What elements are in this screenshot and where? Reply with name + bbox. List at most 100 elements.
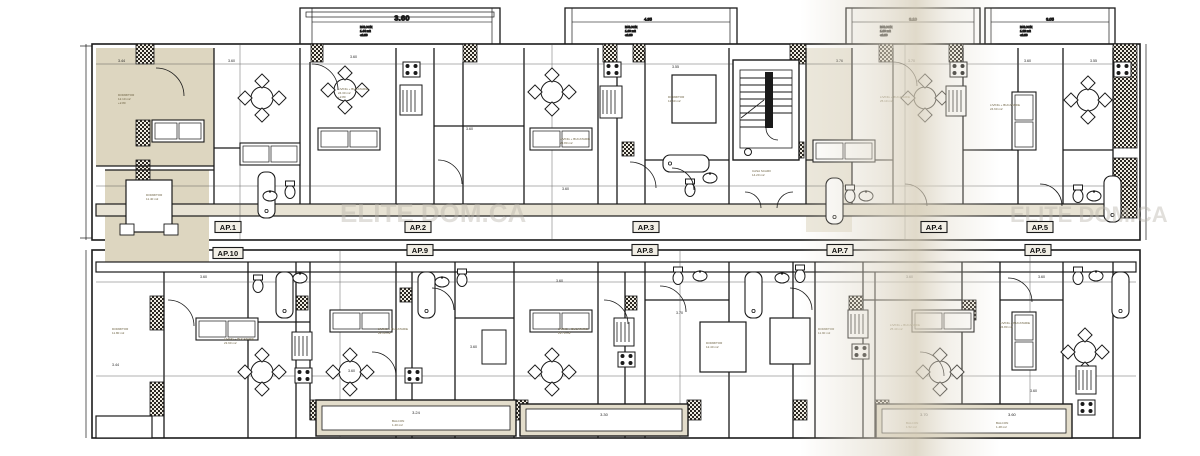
label-text: AP.7 xyxy=(832,246,849,255)
apartment-label-ap3[interactable]: AP.3 xyxy=(632,220,660,234)
label-box xyxy=(212,246,244,260)
apartment-label-ap2[interactable]: AP.2 xyxy=(404,220,432,234)
svg-text:3.60: 3.60 xyxy=(200,275,207,279)
svg-text:24.80 m2: 24.80 m2 xyxy=(1000,325,1013,329)
svg-text:BALCON: BALCON xyxy=(625,25,637,29)
svg-text:1.48 m2: 1.48 m2 xyxy=(996,425,1007,429)
svg-text:3.24: 3.24 xyxy=(412,410,421,415)
svg-text:LIVING + BUCATARIE: LIVING + BUCATARIE xyxy=(378,327,408,331)
watermark: ELITE DOM.CA xyxy=(340,198,527,228)
svg-text:1.60 m2: 1.60 m2 xyxy=(625,29,636,33)
svg-text:3.70: 3.70 xyxy=(676,311,683,315)
svg-text:LIVING + BUCATARIE: LIVING + BUCATARIE xyxy=(560,137,590,141)
apartment-label-ap1[interactable]: AP.1 xyxy=(214,220,242,234)
svg-text:DORMITOR: DORMITOR xyxy=(706,341,723,345)
svg-text:3.60: 3.60 xyxy=(394,14,409,23)
svg-text:BALCON: BALCON xyxy=(1020,25,1032,29)
svg-text:3.60: 3.60 xyxy=(466,127,473,131)
label-text: AP.5 xyxy=(1032,223,1049,232)
svg-text:4.35: 4.35 xyxy=(644,17,653,22)
label-box xyxy=(406,243,434,257)
svg-text:DORMITOR: DORMITOR xyxy=(146,193,163,197)
svg-text:DORMITOR: DORMITOR xyxy=(118,93,135,97)
svg-text:3.05: 3.05 xyxy=(1046,17,1055,22)
svg-text:BALCON: BALCON xyxy=(392,419,404,423)
svg-text:14.20 m2: 14.20 m2 xyxy=(752,173,765,177)
svg-text:23.90 m2: 23.90 m2 xyxy=(224,341,237,345)
apartment-label-ap7[interactable]: AP.7 xyxy=(826,243,854,257)
svg-text:CASA SCARII: CASA SCARII xyxy=(752,169,771,173)
svg-text:23.70 m2: 23.70 m2 xyxy=(558,331,571,335)
svg-text:3.30: 3.30 xyxy=(600,412,609,417)
svg-text:+2.80: +2.80 xyxy=(360,33,368,37)
svg-text:BALCON: BALCON xyxy=(996,421,1008,425)
svg-text:3.44: 3.44 xyxy=(112,363,119,367)
label-text: AP.8 xyxy=(637,246,654,255)
outer-dimension-lines xyxy=(80,44,1147,438)
apartment-label-ap8[interactable]: AP.8 xyxy=(631,243,659,257)
label-text: AP.4 xyxy=(926,223,943,232)
svg-text:1.40 m2: 1.40 m2 xyxy=(392,423,403,427)
svg-text:12.60 m2: 12.60 m2 xyxy=(668,99,681,103)
svg-text:11.40 m2: 11.40 m2 xyxy=(146,197,159,201)
svg-text:DORMITOR: DORMITOR xyxy=(112,327,129,331)
label-text: AP.10 xyxy=(218,249,239,258)
svg-text:LIVING + BUCATARIE: LIVING + BUCATARIE xyxy=(338,87,368,91)
label-text: AP.6 xyxy=(1030,246,1047,255)
svg-text:12.40 m2: 12.40 m2 xyxy=(706,345,719,349)
label-text: AP.1 xyxy=(220,223,237,232)
svg-text:11.80 m2: 11.80 m2 xyxy=(112,331,125,335)
label-text: AP.3 xyxy=(638,223,655,232)
svg-text:1.28 m2: 1.28 m2 xyxy=(1020,29,1031,33)
svg-text:3.60: 3.60 xyxy=(348,369,355,373)
svg-text:LIVING + BUCATARIE: LIVING + BUCATARIE xyxy=(224,337,254,341)
apartment-label-ap5[interactable]: AP.5 xyxy=(1026,220,1054,234)
svg-text:3.60: 3.60 xyxy=(1038,275,1045,279)
svg-text:DORMITOR: DORMITOR xyxy=(668,95,685,99)
svg-text:+2.80: +2.80 xyxy=(118,101,126,105)
label-box xyxy=(214,220,242,234)
apartment-label-ap4[interactable]: AP.4 xyxy=(920,220,948,234)
svg-text:3.60: 3.60 xyxy=(1024,59,1031,63)
svg-text:24.30 m2: 24.30 m2 xyxy=(338,91,351,95)
label-box xyxy=(632,220,660,234)
svg-text:24.10 m2: 24.10 m2 xyxy=(378,331,391,335)
apartment-label-ap9[interactable]: AP.9 xyxy=(406,243,434,257)
svg-text:1.44 m2: 1.44 m2 xyxy=(360,29,371,33)
svg-text:3.60: 3.60 xyxy=(556,279,563,283)
svg-text:3.60: 3.60 xyxy=(1008,412,1017,417)
label-box xyxy=(1024,243,1052,257)
label-box xyxy=(826,243,854,257)
apartment-label-ap6[interactable]: AP.6 xyxy=(1024,243,1052,257)
svg-text:3.60: 3.60 xyxy=(562,187,569,191)
svg-text:3.60: 3.60 xyxy=(470,345,477,349)
apartment-label-ap10[interactable]: AP.10 xyxy=(212,246,244,260)
svg-text:BALCON: BALCON xyxy=(360,25,372,29)
label-text: AP.2 xyxy=(410,223,427,232)
svg-text:3.55: 3.55 xyxy=(1090,59,1097,63)
svg-text:3.60: 3.60 xyxy=(350,55,357,59)
svg-text:3.60: 3.60 xyxy=(228,59,235,63)
apartment-labels: AP.1 AP.2 AP.3 AP.4 AP.5AP.6 AP.7 AP.8 AP.9 AP.1… xyxy=(212,220,1054,260)
svg-text:LIVING + BUCATARIE: LIVING + BUCATARIE xyxy=(990,103,1020,107)
svg-text:LIVING + BUCATARIE: LIVING + BUCATARIE xyxy=(558,327,588,331)
svg-text:3.44: 3.44 xyxy=(118,59,125,63)
svg-text:+2.80: +2.80 xyxy=(1020,33,1028,37)
label-box xyxy=(1026,220,1054,234)
svg-text:LIVING + BUCATARIE: LIVING + BUCATARIE xyxy=(1000,321,1030,325)
svg-text:+2.80: +2.80 xyxy=(625,33,633,37)
label-box xyxy=(920,220,948,234)
svg-text:+2.80: +2.80 xyxy=(338,95,346,99)
svg-text:12.10 m2: 12.10 m2 xyxy=(118,97,131,101)
label-box xyxy=(631,243,659,257)
